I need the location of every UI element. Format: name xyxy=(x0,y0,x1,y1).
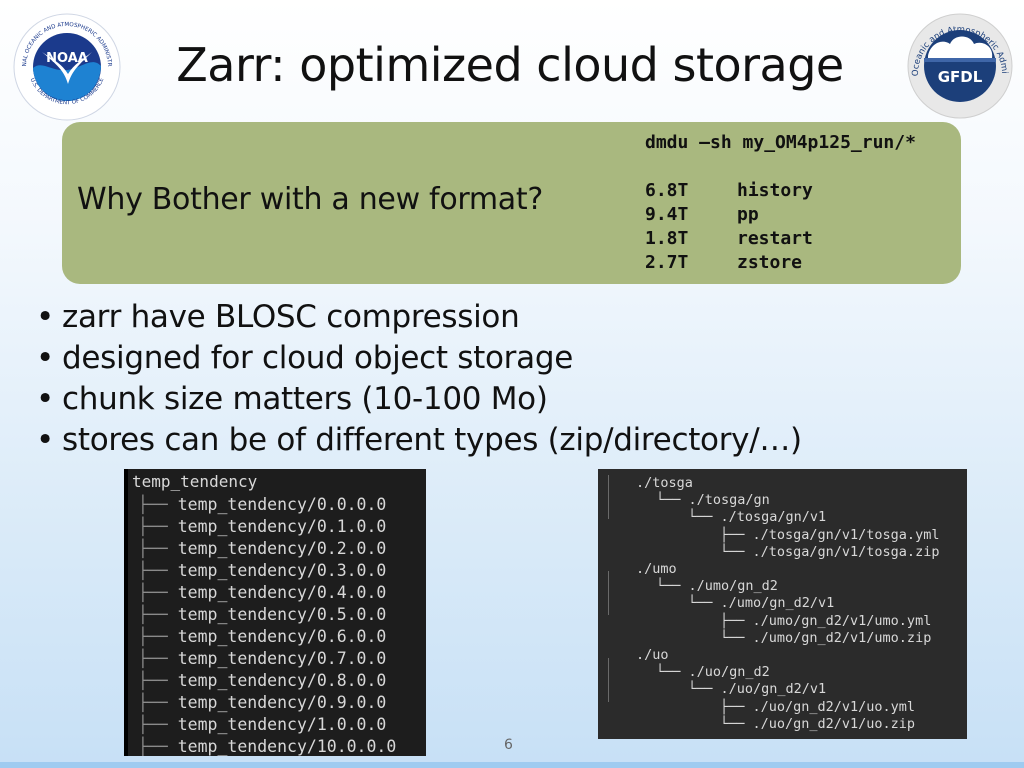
chunk-entry: ├── temp_tendency/0.7.0.0 xyxy=(138,648,396,670)
bullet-text: designed for cloud object storage xyxy=(62,340,573,376)
disk-usage-row: 9.4T pp xyxy=(645,203,813,227)
chunk-entry: ├── temp_tendency/10.0.0.0 xyxy=(138,736,396,756)
chunk-entry: ├── temp_tendency/0.6.0.0 xyxy=(138,626,396,648)
chunk-entry: ├── temp_tendency/1.0.0.0 xyxy=(138,714,396,736)
bullet-item: •chunk size matters (10-100 Mo) xyxy=(36,379,802,420)
gfdl-logo: GFDL National Oceanic and Atmospheric Ad… xyxy=(906,12,1013,119)
chunk-path: temp_tendency/1.0.0.0 xyxy=(177,715,387,734)
tree-rail xyxy=(608,475,609,519)
chunk-path: temp_tendency/0.1.0.0 xyxy=(177,517,387,536)
disk-usage-row: 1.8T restart xyxy=(645,227,813,251)
store-tree-line: ├── ./uo/gn_d2/v1/uo.yml xyxy=(720,698,916,715)
store-tree-line: └── ./umo/gn_d2 xyxy=(656,578,778,595)
bullet-marker: • xyxy=(36,422,54,458)
chunk-path: temp_tendency/0.2.0.0 xyxy=(177,539,387,558)
chunk-entry: ├── temp_tendency/0.1.0.0 xyxy=(138,516,396,538)
store-tree-line: └── ./uo/gn_d2 xyxy=(656,664,770,681)
tree-branch: ├── xyxy=(138,605,168,624)
disk-usage-dir: pp xyxy=(737,204,759,225)
disk-usage-size: 2.7T xyxy=(645,252,689,273)
page-number: 6 xyxy=(504,737,513,753)
tree-branch: ├── xyxy=(138,561,168,580)
tree-branch: ├── xyxy=(138,715,168,734)
store-tree-line: └── ./uo/gn_d2/v1/uo.zip xyxy=(720,715,916,732)
disk-usage-dir: zstore xyxy=(737,252,803,273)
tree-rail xyxy=(608,571,609,615)
callout-question: Why Bother with a new format? xyxy=(77,182,543,217)
bullet-text: stores can be of different types (zip/di… xyxy=(62,422,802,458)
disk-usage-size: 9.4T xyxy=(645,204,689,225)
slide-title: Zarr: optimized cloud storage xyxy=(176,38,844,92)
disk-usage-table: 6.8T history 9.4T pp 1.8T restart 2.7T z… xyxy=(645,179,813,275)
store-tree-line: ./tosga xyxy=(636,475,693,491)
store-tree-line: ./umo xyxy=(636,561,677,577)
chunk-path: temp_tendency/0.7.0.0 xyxy=(177,649,387,668)
chunk-path: temp_tendency/0.5.0.0 xyxy=(177,605,387,624)
chunk-entry: ├── temp_tendency/0.5.0.0 xyxy=(138,604,396,626)
store-tree-line: └── ./umo/gn_d2/v1/umo.zip xyxy=(720,629,932,646)
chunk-path: temp_tendency/10.0.0.0 xyxy=(177,737,397,756)
tree-branch: ├── xyxy=(138,539,168,558)
chunk-list: ├── temp_tendency/0.0.0.0├── temp_tenden… xyxy=(138,494,396,756)
bullet-text: chunk size matters (10-100 Mo) xyxy=(62,381,548,417)
tree-rail xyxy=(608,658,609,702)
chunk-path: temp_tendency/0.8.0.0 xyxy=(177,671,387,690)
bullet-marker: • xyxy=(36,340,54,376)
chunk-path: temp_tendency/0.4.0.0 xyxy=(177,583,387,602)
chunk-path: temp_tendency/0.0.0.0 xyxy=(177,495,387,514)
slide-bottom-bar xyxy=(0,762,1024,768)
store-tree-line: ./uo xyxy=(636,647,669,663)
tree-branch: ├── xyxy=(138,693,168,712)
chunk-entry: ├── temp_tendency/0.0.0.0 xyxy=(138,494,396,516)
tree-branch: ├── xyxy=(138,517,168,536)
tree-branch: ├── xyxy=(138,671,168,690)
terminal-header: temp_tendency xyxy=(132,472,258,491)
tree-branch: ├── xyxy=(138,495,168,514)
zarr-chunk-listing: temp_tendency ├── temp_tendency/0.0.0.0├… xyxy=(124,469,426,756)
chunk-path: temp_tendency/0.3.0.0 xyxy=(177,561,387,580)
store-tree-line: └── ./tosga/gn xyxy=(656,492,770,509)
bullet-marker: • xyxy=(36,381,54,417)
bullet-marker: • xyxy=(36,299,54,335)
bullet-item: •designed for cloud object storage xyxy=(36,338,802,379)
chunk-entry: ├── temp_tendency/0.3.0.0 xyxy=(138,560,396,582)
bullet-item: •stores can be of different types (zip/d… xyxy=(36,420,802,461)
chunk-entry: ├── temp_tendency/0.2.0.0 xyxy=(138,538,396,560)
chunk-path: temp_tendency/0.9.0.0 xyxy=(177,693,387,712)
chunk-entry: ├── temp_tendency/0.8.0.0 xyxy=(138,670,396,692)
tree-branch: ├── xyxy=(138,627,168,646)
disk-usage-row: 2.7T zstore xyxy=(645,251,813,275)
noaa-logo: NOAA NATIONAL OCEANIC AND ATMOSPHERIC AD… xyxy=(12,12,121,121)
disk-usage-size: 1.8T xyxy=(645,228,689,249)
chunk-entry: ├── temp_tendency/0.4.0.0 xyxy=(138,582,396,604)
terminal-gutter xyxy=(124,469,128,756)
bullet-text: zarr have BLOSC compression xyxy=(62,299,520,335)
disk-usage-row: 6.8T history xyxy=(645,179,813,203)
gfdl-logo-text: GFDL xyxy=(938,68,983,86)
zarr-store-tree: ./tosga└── ./tosga/gn└── ./tosga/gn/v1├─… xyxy=(598,469,967,739)
bullet-list: •zarr have BLOSC compression •designed f… xyxy=(36,297,802,461)
bullet-item: •zarr have BLOSC compression xyxy=(36,297,802,338)
callout-box xyxy=(62,122,961,284)
store-tree-line: └── ./uo/gn_d2/v1 xyxy=(688,681,827,698)
tree-branch: ├── xyxy=(138,583,168,602)
chunk-entry: ├── temp_tendency/0.9.0.0 xyxy=(138,692,396,714)
disk-usage-dir: history xyxy=(737,180,813,201)
disk-usage-size: 6.8T xyxy=(645,180,689,201)
disk-usage-dir: restart xyxy=(737,228,813,249)
chunk-path: temp_tendency/0.6.0.0 xyxy=(177,627,387,646)
noaa-logo-text: NOAA xyxy=(46,51,88,66)
store-tree-line: └── ./tosga/gn/v1 xyxy=(688,509,827,526)
store-tree-line: └── ./tosga/gn/v1/tosga.zip xyxy=(720,543,940,560)
tree-branch: ├── xyxy=(138,649,168,668)
store-tree-line: ├── ./umo/gn_d2/v1/umo.yml xyxy=(720,612,932,629)
dmdu-command: dmdu –sh my_OM4p125_run/* xyxy=(645,132,916,153)
store-tree-line: ├── ./tosga/gn/v1/tosga.yml xyxy=(720,526,940,543)
store-tree-line: └── ./umo/gn_d2/v1 xyxy=(688,595,835,612)
tree-branch: ├── xyxy=(138,737,168,756)
